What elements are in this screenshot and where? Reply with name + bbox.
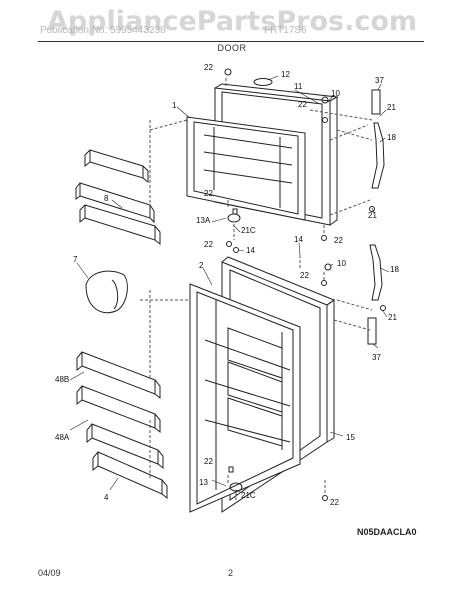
callout-11: 11 (294, 82, 303, 91)
callout-22: 22 (334, 236, 343, 245)
page-header: AppliancePartsPros.com Publication No: 5… (0, 0, 464, 60)
callout-22: 22 (204, 240, 213, 249)
callout-13A: 13A (196, 216, 211, 225)
callout-48B: 48B (55, 375, 69, 384)
fresh-food-door-shelves (76, 351, 168, 500)
drawing-code: N05DAACLA0 (357, 527, 417, 537)
callout-12: 12 (281, 70, 290, 79)
callout-21C: 21C (241, 226, 256, 235)
callout-22: 22 (204, 457, 213, 466)
callout-22: 22 (330, 498, 339, 507)
freezer-door-cap (253, 78, 273, 86)
callout-22: 22 (204, 63, 213, 72)
freezer-door-gasket (186, 116, 306, 221)
callout-1: 1 (172, 101, 177, 110)
callout-2: 2 (199, 261, 204, 270)
callout-22: 22 (298, 100, 307, 109)
freezer-door-shelves (75, 149, 161, 246)
callout-10: 10 (331, 89, 340, 98)
fresh-food-door-hardware (228, 263, 332, 501)
model-number: FRT17S6 (264, 25, 307, 36)
callout-37: 37 (372, 353, 381, 362)
leader-lines (69, 75, 390, 493)
publication-number: Publication No: 5995443238 (40, 25, 166, 36)
callout-21: 21 (387, 103, 396, 112)
callout-18: 18 (387, 133, 396, 142)
egg-bin (85, 270, 128, 314)
footer-page-number: 2 (228, 568, 234, 578)
callout-10: 10 (337, 259, 346, 268)
lower-hinge (367, 244, 386, 345)
callout-8: 8 (104, 194, 109, 203)
upper-hinge (369, 89, 385, 212)
callout-4: 4 (104, 493, 109, 502)
callout-15: 15 (346, 433, 355, 442)
callout-13: 13 (199, 478, 208, 487)
watermark: AppliancePartsPros.com (46, 6, 418, 37)
callout-21C: 21C (241, 491, 256, 500)
header-rule (38, 41, 424, 42)
callout-48A: 48A (55, 433, 70, 442)
callout-21: 21 (388, 313, 397, 322)
callout-7: 7 (73, 255, 78, 264)
freezer-door-hardware (224, 68, 329, 253)
callout-18: 18 (390, 265, 399, 274)
section-title: DOOR (217, 43, 247, 53)
callout-22: 22 (300, 271, 309, 280)
callout-37: 37 (375, 76, 384, 85)
footer-date: 04/09 (38, 568, 61, 578)
callout-21: 21 (368, 211, 377, 220)
assembly-guide-lines (140, 78, 373, 500)
fresh-food-door-bins (227, 327, 283, 447)
callout-22: 22 (204, 189, 213, 198)
callout-14: 14 (294, 235, 303, 244)
callout-14: 14 (246, 246, 255, 255)
